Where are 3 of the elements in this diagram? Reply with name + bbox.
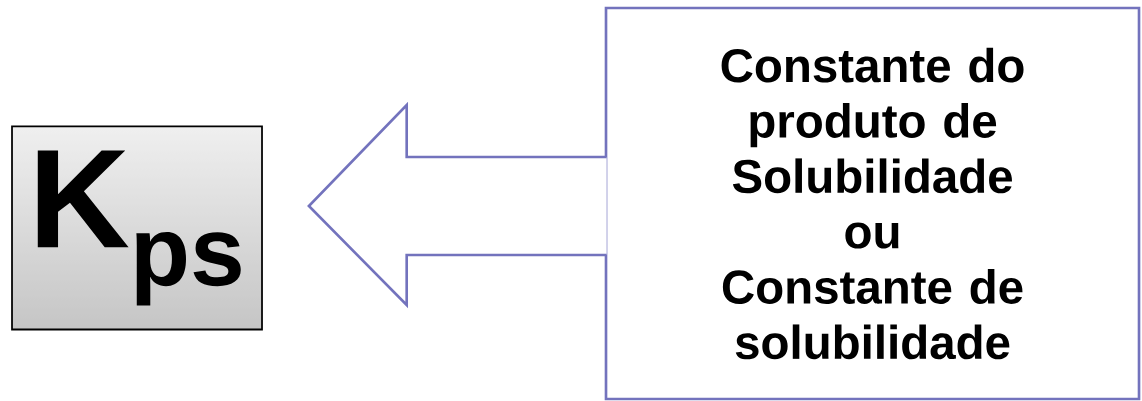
block-arrow: [307, 101, 608, 309]
callout-box: Constante do produto de Solubilidade ou Constante de solubilidade: [604, 6, 1141, 401]
symbol-box: K$_{ps}$: [11, 125, 263, 331]
